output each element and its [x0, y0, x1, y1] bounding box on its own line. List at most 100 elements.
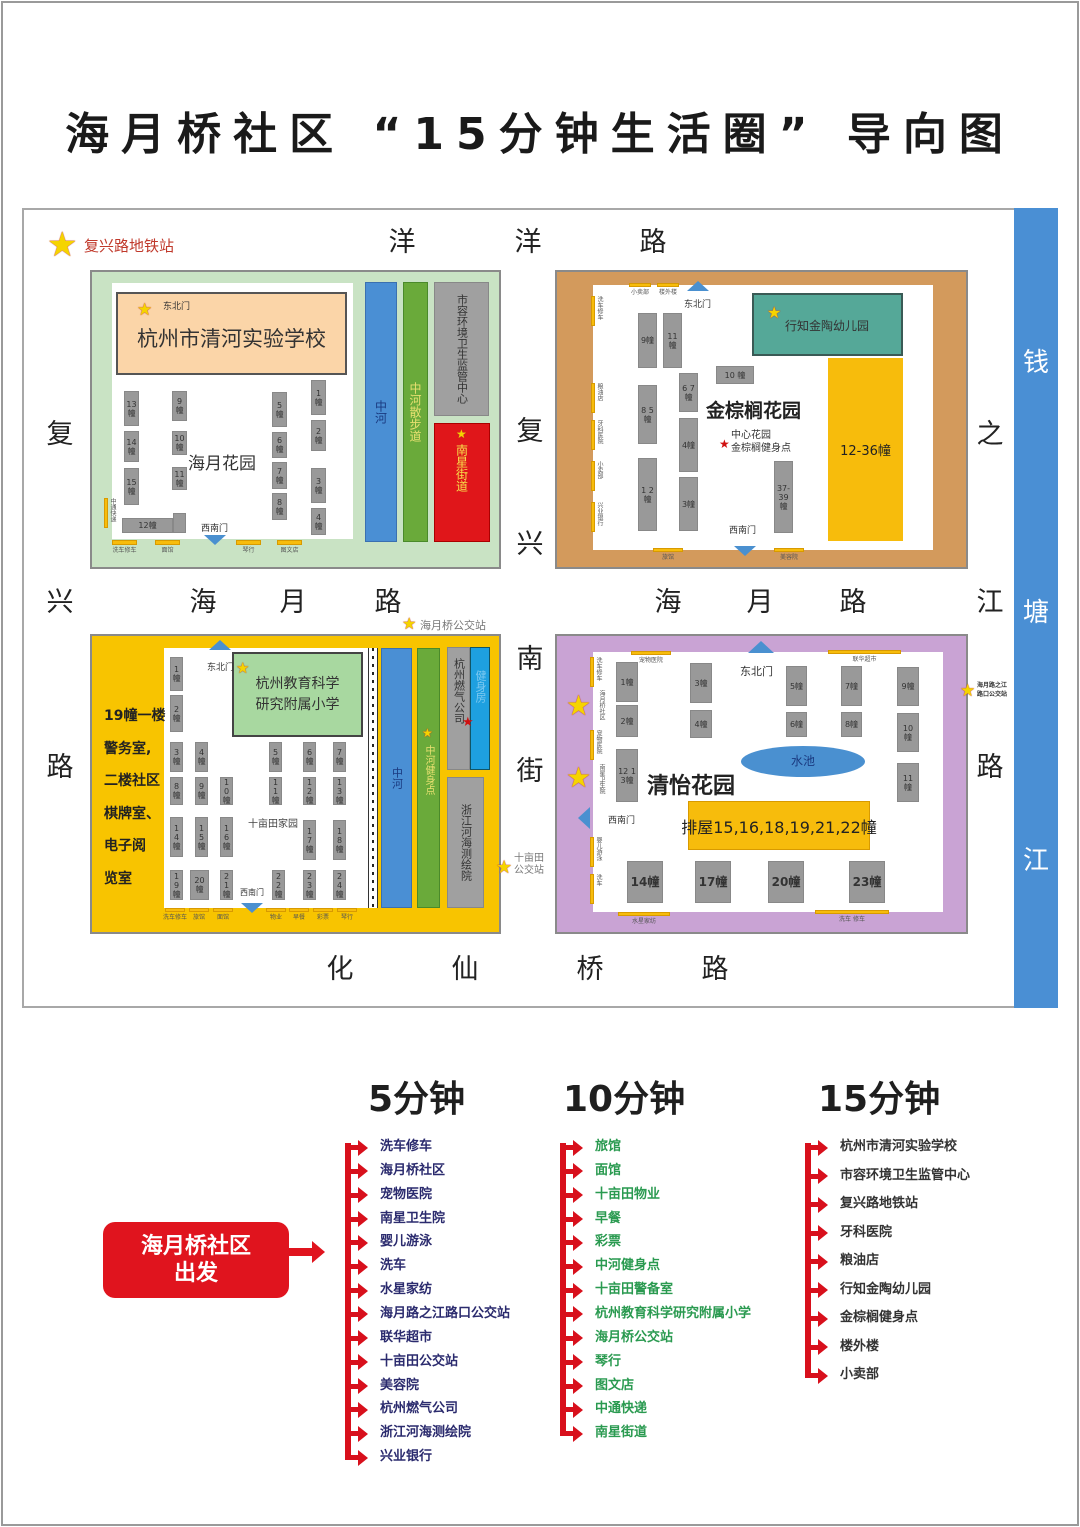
shop-label: 洗车修车: [596, 296, 603, 320]
star-icon: ★: [422, 726, 433, 740]
list-item: 杭州市清河实验学校: [840, 1139, 958, 1154]
list-arrow-icon: [560, 1168, 574, 1174]
gas-star-icon: ★: [462, 715, 474, 730]
list-item: 十亩田公交站: [380, 1353, 459, 1369]
list-arrow-icon: [345, 1288, 359, 1294]
building: 10幢: [897, 713, 919, 752]
shop-label: 中通快递: [109, 498, 116, 522]
building: 20幢: [190, 870, 209, 900]
building: 11幢: [897, 763, 919, 802]
list-item: 粮油店: [840, 1253, 880, 1268]
shop-label: 小卖部: [630, 289, 649, 296]
road-label-center_v: 街: [516, 756, 544, 787]
road-label-north: 洋: [514, 227, 542, 258]
list-arrow-icon: [560, 1240, 574, 1246]
list-arrow-head-icon: [358, 1354, 368, 1371]
building: 8幢: [170, 777, 183, 805]
building: 4幢: [311, 508, 326, 535]
bus-stop-label: 海月路之江路口公交站: [977, 682, 1008, 698]
road-label-east: 江: [976, 587, 1004, 618]
shop-label: 琴行: [340, 914, 353, 921]
river-label: 钱: [1022, 348, 1049, 378]
list-item: 南星街道: [595, 1425, 648, 1441]
road-label-east: 之: [976, 419, 1004, 450]
building: 2幢: [170, 695, 183, 732]
shop-marker: [631, 651, 671, 655]
gas-company: 杭州燃气公司: [447, 647, 470, 770]
list-arrow-icon: [560, 1335, 574, 1341]
gate-arrow-up-icon: [748, 641, 774, 653]
metro-station-label: 复兴路地铁站: [84, 237, 175, 255]
shop-marker: [590, 657, 594, 687]
building: 19幢: [170, 870, 183, 900]
shop-marker: [591, 502, 595, 532]
school-label: 杭州市清河实验学校: [137, 327, 326, 351]
list-arrow-head-icon: [818, 1367, 828, 1384]
school-label: 杭州教育科学: [255, 676, 340, 692]
shop-label: 水星家纺: [631, 918, 656, 925]
list-arrow-icon: [345, 1216, 359, 1222]
list-arrow-head-icon: [818, 1196, 828, 1213]
list-item: 行知金陶幼儿园: [840, 1281, 932, 1297]
nanxing-subdistrict: [434, 423, 490, 542]
building: 14幢: [170, 817, 183, 857]
list-item: 金棕榈健身点: [840, 1310, 919, 1325]
road-label-south: 仙: [451, 954, 479, 985]
building: 14幢: [124, 431, 139, 462]
list-item: 面馆: [595, 1162, 622, 1178]
legend-header-15min: 15分钟: [818, 1079, 941, 1120]
sanitation-center: 市容环境卫生监管中心: [434, 282, 489, 416]
shop-label: 面馆: [216, 914, 229, 921]
river-label: 江: [1022, 846, 1049, 876]
bus-stop-label: 海月桥公交站: [420, 619, 486, 632]
building: 21幢: [220, 870, 233, 900]
list-arrow-icon: [345, 1383, 359, 1389]
building: 8幢: [272, 493, 287, 520]
list-arrow-head-icon: [358, 1187, 368, 1204]
list-arrow-head-icon: [818, 1282, 828, 1298]
list-arrow-icon: [560, 1145, 574, 1150]
community-label: 海月桥社区: [598, 690, 605, 720]
building: 3幢: [690, 663, 712, 703]
building: 4幢: [679, 418, 698, 472]
list-item: 海月桥社区: [380, 1162, 446, 1178]
building: 2幢: [616, 705, 638, 737]
building: 5幢: [272, 392, 287, 427]
community-note-line: 警务室,: [104, 740, 152, 757]
shop-marker: [236, 540, 261, 545]
road-label-south: 桥: [576, 954, 604, 985]
list-arrow-head-icon: [358, 1425, 368, 1442]
list-arrow-head-icon: [358, 1163, 368, 1180]
gate-label: 东北门: [684, 300, 712, 310]
building: 1幢: [311, 380, 326, 415]
shop-label: 洗车修车: [162, 914, 187, 921]
list-arrow-icon: [345, 1168, 359, 1174]
list-item: 浙江河海测绘院: [380, 1425, 472, 1441]
list-arrow-head-icon: [573, 1234, 583, 1251]
road-label-center_v: 兴: [516, 529, 544, 560]
building: 3幢: [311, 468, 326, 503]
list-item: 早餐: [595, 1210, 622, 1226]
building: 13幢: [333, 777, 346, 805]
list-item: 宠物医院: [380, 1186, 433, 1202]
building: 11幢: [269, 777, 282, 805]
building: 6幢: [272, 432, 287, 458]
building: 10 幢: [716, 366, 754, 384]
list-arrow-head-icon: [818, 1225, 828, 1241]
list-item: 海月桥公交站: [595, 1329, 674, 1345]
list-arrow-head-icon: [818, 1168, 828, 1184]
shop-marker: [815, 910, 889, 914]
list-item: 楼外楼: [840, 1338, 880, 1354]
list-arrow-head-icon: [358, 1306, 368, 1323]
building: 15幢: [124, 468, 139, 505]
shop-marker: [591, 383, 595, 413]
gate-label: 西南门: [240, 888, 264, 897]
building: 6 7幢: [679, 373, 698, 412]
legend-header-10min: 10分钟: [563, 1079, 686, 1120]
list-arrow-icon: [560, 1192, 574, 1198]
list-arrow-head-icon: [573, 1163, 583, 1180]
building-annex: [173, 513, 186, 533]
gate-arrow-down-icon: [734, 546, 756, 556]
building: 17幢: [695, 861, 731, 903]
